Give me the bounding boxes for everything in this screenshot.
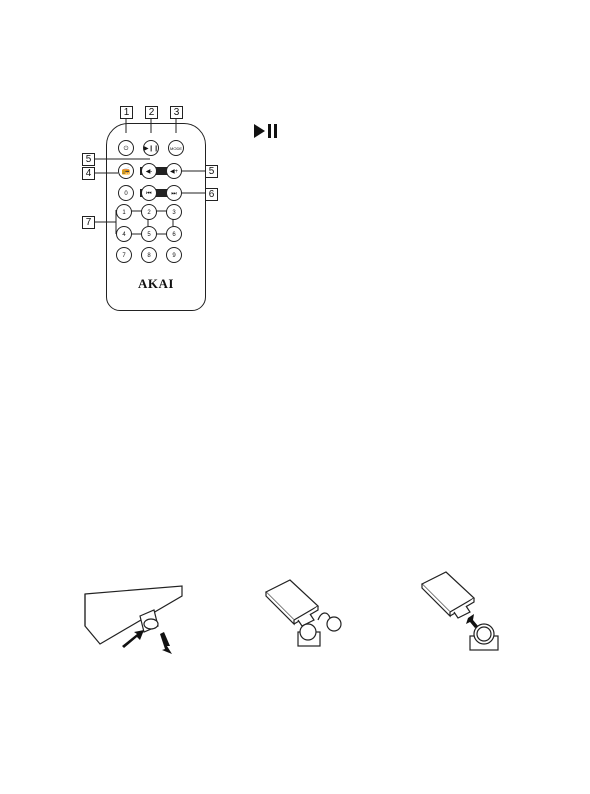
digit-7-button[interactable]: 7 — [116, 247, 132, 263]
power-button[interactable]: ⏻ — [118, 140, 134, 156]
battery-insert-step-3 — [418, 572, 508, 652]
volume-down-button[interactable]: ◀- — [141, 163, 157, 179]
akai-logo: AKAI — [106, 276, 206, 292]
play-pause-icon — [254, 123, 280, 139]
next-button[interactable]: ⏭ — [166, 185, 182, 201]
previous-button[interactable]: ⏮ — [141, 185, 157, 201]
volume-up-button[interactable]: ◀+ — [166, 163, 182, 179]
digit-3-button[interactable]: 3 — [166, 204, 182, 220]
digit-6-button[interactable]: 6 — [166, 226, 182, 242]
zero-button[interactable]: 0 — [118, 185, 134, 201]
digit-5-button[interactable]: 5 — [141, 226, 157, 242]
battery-removal-step-1 — [82, 586, 192, 656]
digit-8-button[interactable]: 8 — [141, 247, 157, 263]
digit-9-button[interactable]: 9 — [166, 247, 182, 263]
digit-1-button[interactable]: 1 — [116, 204, 132, 220]
radio-button[interactable]: 📻 — [118, 163, 134, 179]
battery-removal-step-2 — [262, 580, 352, 652]
arrow-icon — [466, 614, 478, 628]
mode-button[interactable]: MODE — [168, 140, 184, 156]
digit-2-button[interactable]: 2 — [141, 204, 157, 220]
digit-4-button[interactable]: 4 — [116, 226, 132, 242]
play-pause-button[interactable]: ▶❙❙ — [143, 140, 159, 156]
